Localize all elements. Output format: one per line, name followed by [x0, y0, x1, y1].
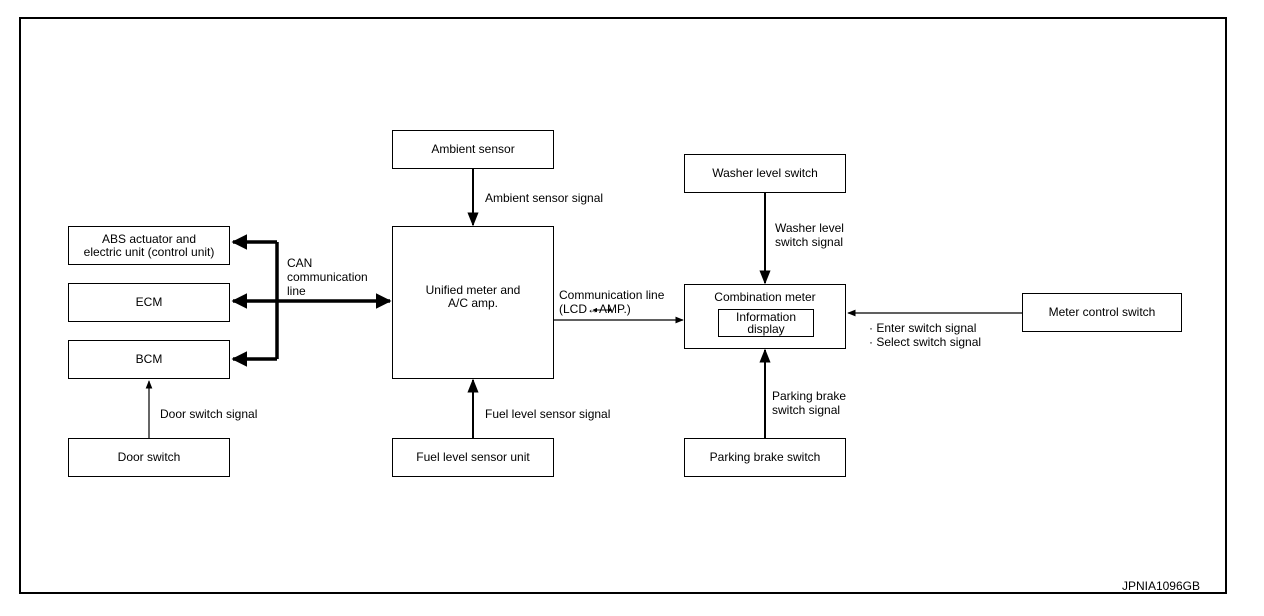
bcm-box: BCM	[68, 340, 230, 379]
unified-meter-label-line1: Unified meter and	[425, 282, 521, 297]
washer-level-switch-signal-label: Washer level switch signal	[775, 221, 844, 249]
washer-level-switch-label: Washer level switch	[712, 166, 818, 180]
unified-meter-label-line2: A/C amp.	[447, 295, 498, 310]
abs-label-line1: ABS actuator and	[101, 231, 197, 246]
fuel-level-sensor-unit-box: Fuel level sensor unit	[392, 438, 554, 477]
combination-meter-label: Combination meter	[714, 290, 816, 304]
parking-brake-switch-label: Parking brake switch	[709, 450, 821, 464]
meter-control-switch-label: Meter control switch	[1048, 305, 1156, 319]
door-switch-label: Door switch	[117, 450, 181, 464]
enter-switch-signal-label: · Enter switch signal	[869, 321, 977, 335]
ecm-label: ECM	[135, 295, 163, 309]
washer-level-switch-box: Washer level switch	[684, 154, 846, 193]
information-display-box: Information display	[718, 309, 814, 337]
door-switch-signal-label: Door switch signal	[160, 407, 258, 421]
parking-brake-switch-signal-label: Parking brake switch signal	[772, 389, 846, 417]
fuel-level-sensor-signal-label: Fuel level sensor signal	[485, 407, 611, 421]
communication-line-label: Communication line (LCD↔AMP.)	[559, 288, 664, 316]
diagram-frame	[19, 17, 1227, 594]
parking-brake-signal-label-2: switch signal	[772, 403, 841, 417]
ambient-sensor-signal-label: Ambient sensor signal	[485, 191, 604, 205]
reference-code: JPNIA1096GB	[1121, 579, 1200, 593]
can-line-label-3: line	[287, 284, 306, 298]
abs-actuator-box: ABS actuator and electric unit (control …	[68, 226, 230, 265]
meter-control-switch-box: Meter control switch	[1022, 293, 1182, 332]
unified-meter-box: Unified meter and A/C amp.	[392, 226, 554, 379]
ambient-sensor-label: Ambient sensor	[431, 142, 515, 156]
information-display-line2: display	[747, 322, 785, 336]
fuel-level-sensor-unit-label: Fuel level sensor unit	[416, 450, 530, 464]
door-switch-box: Door switch	[68, 438, 230, 477]
parking-brake-switch-box: Parking brake switch	[684, 438, 846, 477]
washer-signal-label-1: Washer level	[775, 221, 844, 235]
ecm-box: ECM	[68, 283, 230, 322]
can-line-label-1: CAN	[287, 256, 313, 270]
select-switch-signal-label: · Select switch signal	[869, 335, 982, 349]
ambient-sensor-box: Ambient sensor	[392, 130, 554, 169]
washer-signal-label-2: switch signal	[775, 235, 844, 249]
abs-label-line2: electric unit (control unit)	[83, 244, 215, 259]
bcm-label: BCM	[135, 352, 163, 366]
combination-meter-box: Combination meter Information display	[684, 284, 846, 349]
communication-line-label-1: Communication line	[559, 288, 665, 302]
information-display-line1: Information	[735, 310, 797, 324]
can-line-label: CAN communication line	[287, 256, 368, 298]
meter-switch-signals-label: · Enter switch signal · Select switch si…	[869, 321, 981, 349]
communication-line-label-2: (LCD↔AMP.)	[559, 302, 631, 316]
parking-brake-signal-label-1: Parking brake	[772, 389, 847, 403]
can-line-label-2: communication	[287, 270, 368, 284]
